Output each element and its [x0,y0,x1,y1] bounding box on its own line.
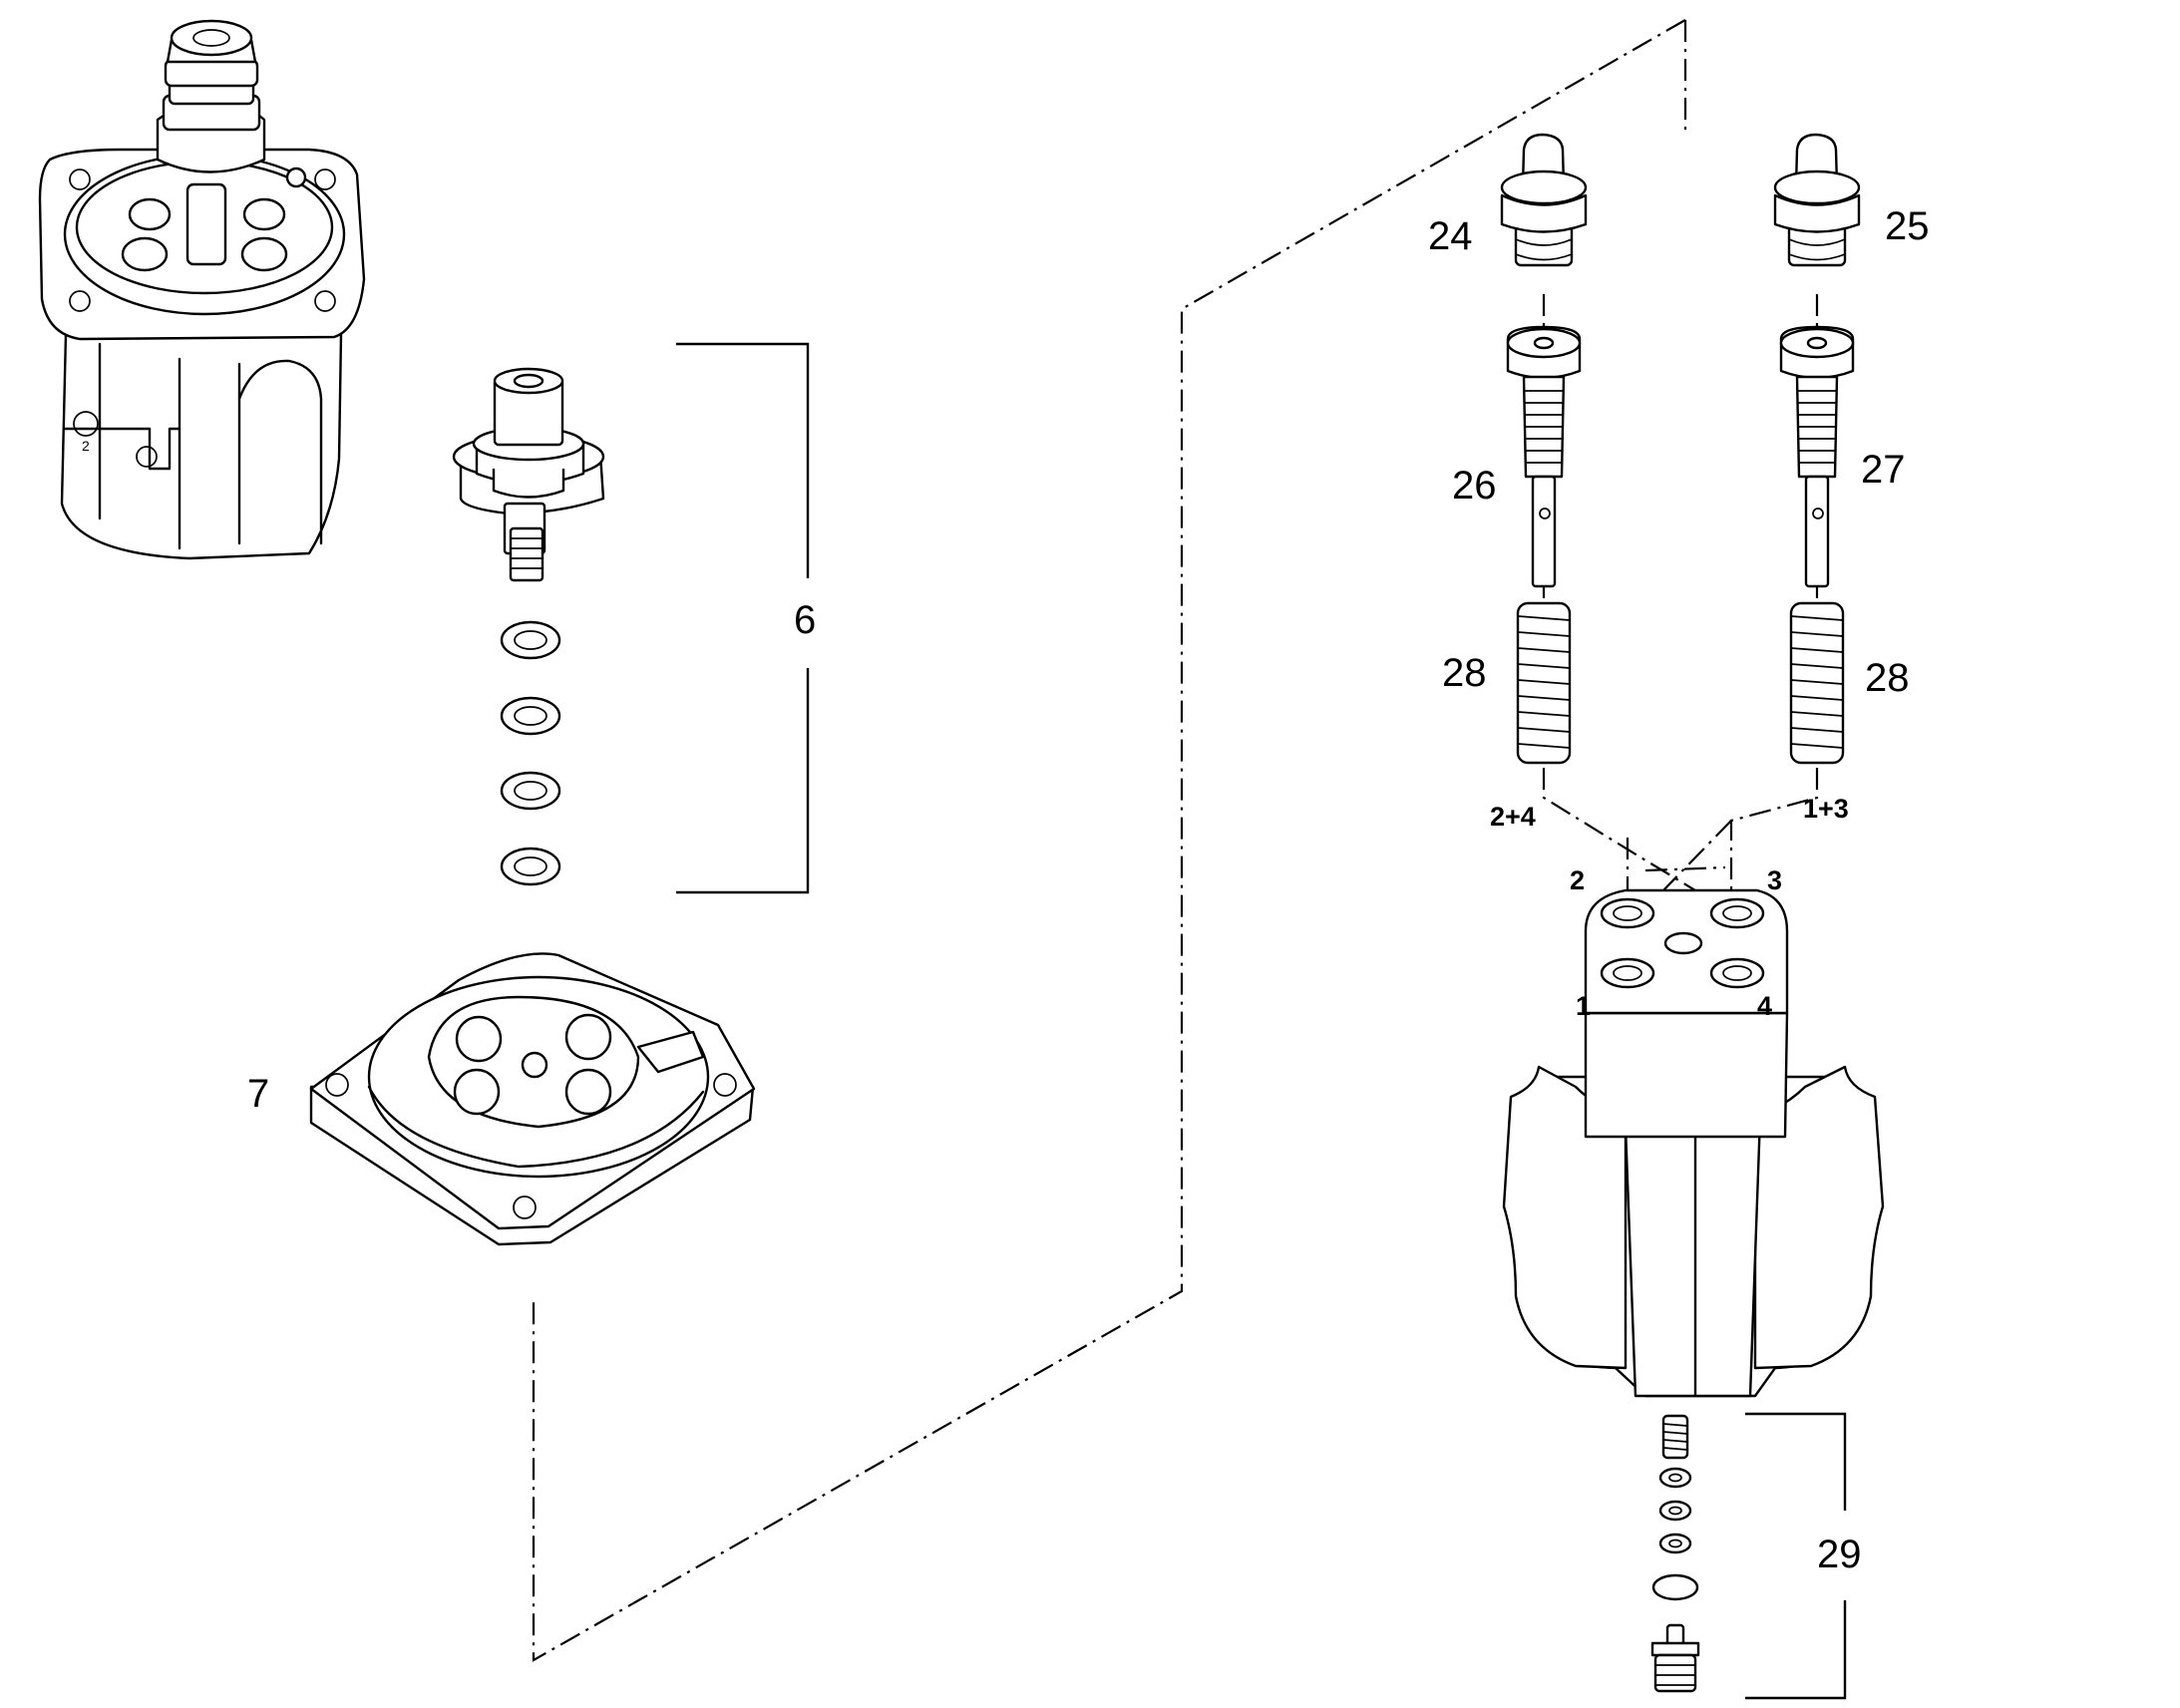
port-group-2-4: 2+4 [1490,802,1536,832]
callout-28-right: 28 [1865,656,1910,700]
part-24-cap [1500,133,1588,267]
part-6-washers [500,620,561,886]
callout-25: 25 [1885,204,1930,248]
callout-28-left: 28 [1442,651,1487,695]
part-29-bracket [1745,1412,1847,1700]
callout-6: 6 [794,598,816,642]
assembly-guide-lines [532,19,1819,1662]
port-label-4: 4 [1757,991,1772,1021]
callout-29: 29 [1817,1533,1862,1576]
part-25-cap [1773,133,1861,267]
valve-body [1502,888,1885,1398]
part-6-stem-valve [452,367,605,582]
part-29-small-parts [1650,1414,1700,1693]
port-group-1-3: 1+3 [1803,794,1849,824]
port-label-3: 3 [1767,865,1782,895]
callout-27: 27 [1861,448,1906,492]
valve-assembly-housing: 2 [38,19,366,560]
part-6-bracket [676,342,810,894]
port-label-1: 1 [1576,991,1591,1021]
svg-text:2: 2 [82,438,90,454]
part-27-plunger [1779,325,1855,588]
part-26-plunger [1506,325,1582,588]
port-label-2: 2 [1570,865,1585,895]
part-28-spring-left [1516,601,1572,765]
callout-26: 26 [1452,464,1497,508]
part-28-spring-right [1789,601,1845,765]
part-7-base-plate [309,952,756,1246]
callout-24: 24 [1428,214,1473,258]
callout-7: 7 [247,1072,269,1116]
